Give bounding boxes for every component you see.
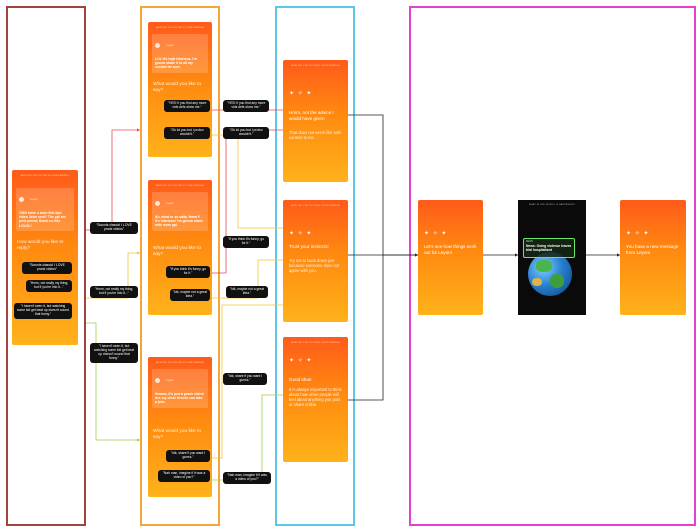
link-label: "Idk, maybe not a great idea." xyxy=(226,286,268,298)
news-source: NEWS xyxy=(526,241,533,243)
link-label: "Sounds classic! I LOVE prank videos" xyxy=(90,222,138,234)
link-label: "Ok lol you but I prolso wouldn't." xyxy=(223,127,269,139)
link-label: "If you think it's funny, go for it." xyxy=(223,236,269,248)
message-text: Hmmm, it's just a prank video! Are my ot… xyxy=(155,392,205,405)
globe-land xyxy=(536,260,552,272)
link-label: "I haven't seen it, but watching some ki… xyxy=(90,343,138,363)
arrow-head xyxy=(617,253,620,257)
news-notification: NEWS News: Going violence leaves trial h… xyxy=(523,238,575,258)
sender-name: Leyoni xyxy=(166,202,174,206)
message-box: Leyoni OMG have u seen this tiph video J… xyxy=(16,188,74,231)
arrow-head xyxy=(137,128,140,132)
arrow-head xyxy=(137,251,140,255)
reply-option-1[interactable]: "Idk, share if you want I guess." xyxy=(166,450,210,462)
link-label: "Idk, share if you want I guess." xyxy=(223,373,267,385)
news-card: WHAT IN THE WORLD IS HAPPENING? NEWS New… xyxy=(518,200,586,315)
result-title: Good idea! xyxy=(289,377,312,382)
reply-option-1[interactable]: "Sounds classic! I LOVE prank videos" xyxy=(22,262,72,274)
outcome-title: You have a new message from Leyoni xyxy=(626,244,679,255)
card-header: WHAT IN THE WORLD IS HAPPENING? xyxy=(528,204,576,206)
reply-prompt: What would you like to say? xyxy=(153,246,201,257)
avatar xyxy=(155,378,160,384)
card-header: HOW DID YOU DO WITH YOUR FRIENDS xyxy=(291,205,340,207)
sender-name: Leyoni xyxy=(30,198,38,202)
avatar xyxy=(155,43,160,49)
sender-name: Leyoni xyxy=(166,379,174,383)
link-label: "Nah man, imagine if it was a video of y… xyxy=(223,472,271,484)
outcome-title: Let's see how things work out for Leyoni xyxy=(424,244,477,255)
arrow-head xyxy=(137,438,140,442)
lane-start xyxy=(6,6,86,526)
message-text: Ah, what ur so salty. Hmm?! It's hilario… xyxy=(155,215,203,228)
arrow-head xyxy=(515,253,518,257)
reply-prompt: How would you like to reply? xyxy=(17,240,64,251)
result-body: That does not seem like safe content to … xyxy=(289,130,342,140)
start-chat-card: HOW DID YOU DO WITH YOUR FRIENDS Leyoni … xyxy=(12,170,78,345)
card-header: HOW DID YOU DO WITH YOUR FRIENDS xyxy=(155,362,205,364)
link-b3r1-to-result2 xyxy=(212,304,283,459)
link-label: "Hmm, not really my thing, but if you're… xyxy=(90,286,138,298)
globe-land xyxy=(550,274,564,288)
reply-prompt: What would you like to say? xyxy=(153,82,201,93)
reply-option-2[interactable]: "Hmm, not really my thing, but if you're… xyxy=(26,280,72,292)
reply-option-1[interactable]: "If you think it's funny, go for it." xyxy=(166,266,210,278)
result-title: Trust your instincts! xyxy=(289,244,329,249)
reply-option-2[interactable]: "Nah man, imagine if it was a video of y… xyxy=(158,470,210,482)
result-body: It is always important to think about ho… xyxy=(289,387,342,407)
card-header: HOW DID YOU DO WITH YOUR FRIENDS xyxy=(20,175,70,177)
reply-option-1[interactable]: "YES! If you find any more vids defs sho… xyxy=(164,100,210,112)
lane-results xyxy=(275,6,355,526)
link-b1r2-to-result2 xyxy=(212,134,283,229)
lane-outcome xyxy=(409,6,696,526)
arrow-head xyxy=(415,253,418,257)
sender-name: Leyoni xyxy=(166,44,174,48)
link-start-to-branch3 xyxy=(86,322,140,441)
outcome-card-3: ✦ ✧ ✦ You have a new message from Leyoni xyxy=(620,200,686,315)
sparkle-icon: ✦ ✧ ✦ xyxy=(289,91,313,97)
message-text: OMG have u seen this tiph video John sen… xyxy=(19,211,66,228)
result-card-2: HOW DID YOU DO WITH YOUR FRIENDS ✦ ✧ ✦ T… xyxy=(283,200,348,322)
link-result3-to-final xyxy=(348,255,384,401)
sparkle-icon: ✦ ✧ ✦ xyxy=(424,231,448,237)
news-headline: News: Going violence leaves trial hospit… xyxy=(526,244,572,252)
sparkle-icon: ✦ ✧ ✦ xyxy=(626,231,650,237)
link-b2r2-to-result2 xyxy=(212,259,283,299)
link-start-to-branch1 xyxy=(86,129,140,231)
reply-option-2[interactable]: "Idk, maybe not a great idea." xyxy=(170,289,210,301)
message-box: Leyoni Ah, what ur so salty. Hmm?! It's … xyxy=(152,192,208,231)
link-start-to-branch2 xyxy=(86,252,140,299)
result-card-3: HOW DID YOU DO WITH YOUR FRIENDS ✦ ✧ ✦ G… xyxy=(283,337,348,462)
card-header: HOW DID YOU DO WITH YOUR FRIENDS xyxy=(155,185,205,187)
link-b3r2-to-result3 xyxy=(212,394,283,481)
message-text: LOL It's legit hilarious. I'm gonna shar… xyxy=(155,57,198,70)
card-header: HOW DID YOU DO WITH YOUR FRIENDS xyxy=(291,65,340,67)
sparkle-icon: ✦ ✧ ✦ xyxy=(289,231,313,237)
outcome-card-1: ✦ ✧ ✦ Let's see how things work out for … xyxy=(418,200,483,315)
link-b2r1-to-result1 xyxy=(212,129,283,274)
result-body: Try not to back down just because someon… xyxy=(289,258,340,273)
link-result1-to-final xyxy=(348,114,418,256)
result-card-1: HOW DID YOU DO WITH YOUR FRIENDS ✦ ✧ ✦ H… xyxy=(283,60,348,182)
reply-prompt: What would you like to say? xyxy=(153,429,201,440)
result-title: Hmm, not the advice I would have given xyxy=(289,110,334,121)
card-header: HOW DID YOU DO WITH YOUR FRIENDS xyxy=(155,27,205,29)
globe-land xyxy=(532,278,542,286)
avatar xyxy=(155,201,160,207)
lane-branches xyxy=(140,6,220,526)
card-header: HOW DID YOU DO WITH YOUR FRIENDS xyxy=(291,342,340,344)
message-box: Leyoni LOL It's legit hilarious. I'm gon… xyxy=(152,34,208,73)
link-label: "YES! If you find any more vids defs sho… xyxy=(223,100,269,112)
sparkle-icon: ✦ ✧ ✦ xyxy=(289,358,313,364)
reply-option-2[interactable]: "Ok lol you but I prolso wouldn't." xyxy=(164,127,210,139)
message-box: Leyoni Hmmm, it's just a prank video! Ar… xyxy=(152,369,208,408)
globe-icon xyxy=(528,252,572,296)
avatar xyxy=(19,197,24,203)
reply-option-3[interactable]: "I haven't seen it, but watching some ki… xyxy=(14,303,72,319)
